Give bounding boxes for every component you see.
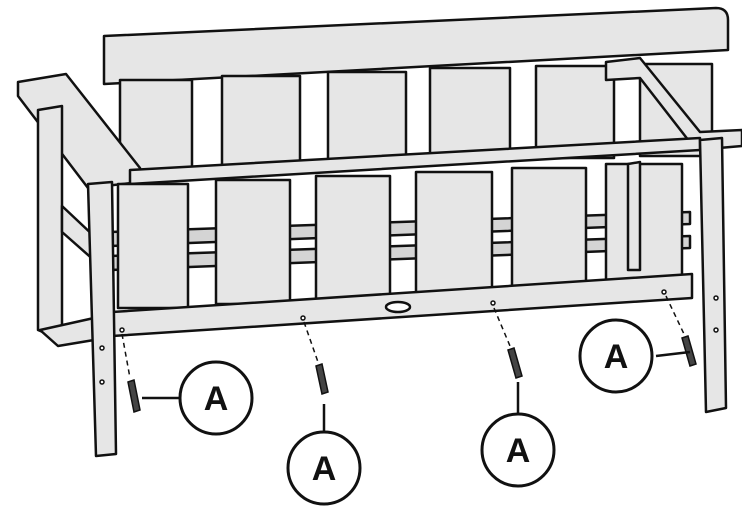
right-rear-leg [698,136,728,414]
callout-a-3: A [480,412,556,488]
callout-label: A [312,450,337,488]
left-side-frame [36,104,64,342]
screw-2 [315,363,329,395]
callout-label: A [506,432,531,470]
callout-label: A [204,380,229,418]
leader-lines [142,350,691,432]
right-arm [604,56,742,152]
back-top-rail [102,6,730,86]
callout-a-1: A [178,360,254,436]
screw-1 [127,379,141,413]
callouts: A A A A [178,318,654,506]
screw-holes [99,289,719,385]
screw-3 [507,347,523,379]
callout-label: A [604,338,629,376]
logo-badge [384,300,412,314]
callout-a-2: A [286,430,362,506]
left-rear-leg [86,180,118,458]
lower-back-slats [116,162,684,310]
callout-a-4: A [578,318,654,394]
insertion-guides [121,295,685,379]
seat-slats [108,210,692,272]
